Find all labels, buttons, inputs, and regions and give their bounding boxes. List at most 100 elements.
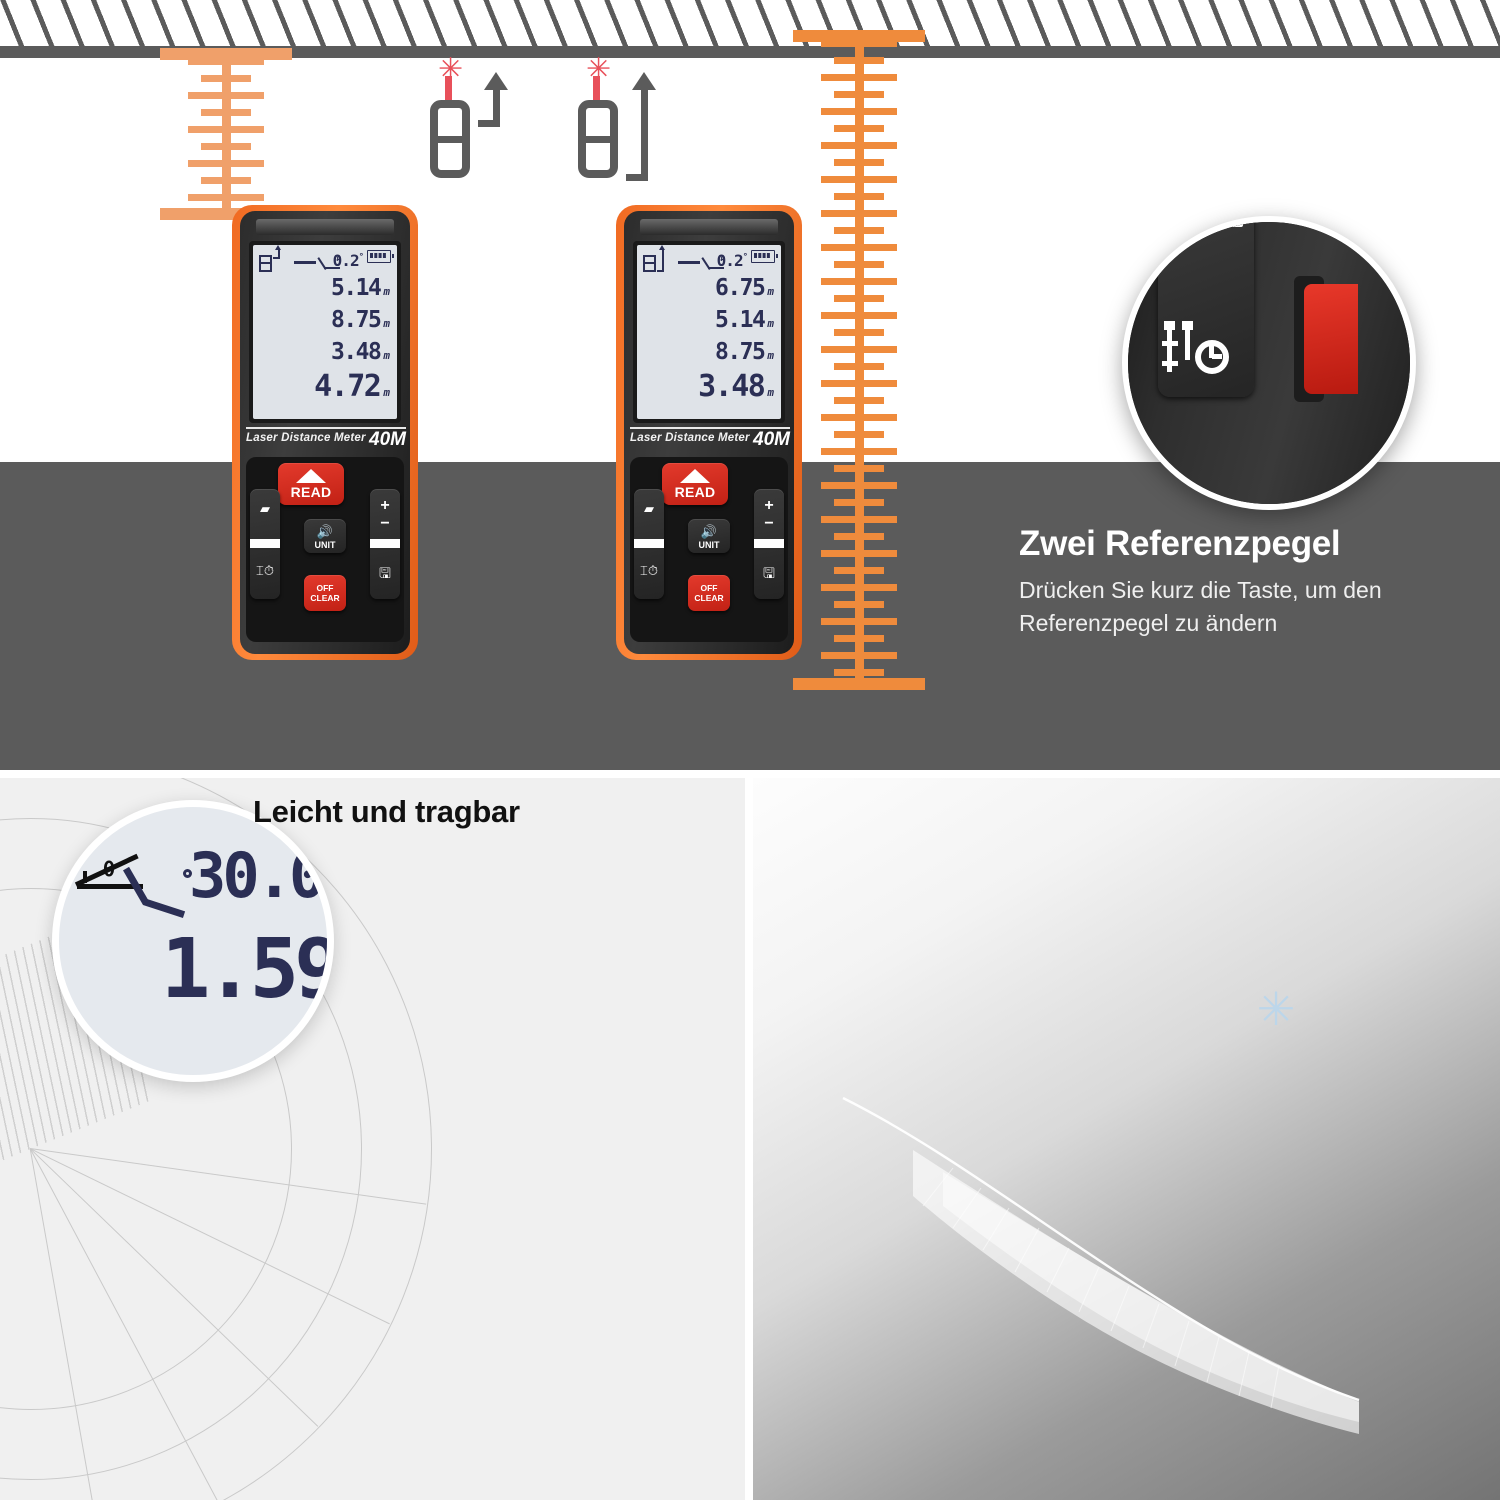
arrow-head <box>632 72 656 90</box>
key-divider <box>754 539 784 548</box>
ruler-cap-bottom <box>793 678 925 690</box>
ruler-tick <box>821 312 897 319</box>
ruler-tick <box>821 346 897 353</box>
reference-level-icon: ⌶⏱ <box>256 563 274 578</box>
key-divider <box>370 539 400 548</box>
ruler-tick <box>834 567 884 574</box>
unit-button[interactable]: 🔊 UNIT <box>688 519 730 553</box>
ruler-tick <box>834 431 884 438</box>
plus-icon: + <box>380 497 390 514</box>
ruler-spine <box>222 48 231 220</box>
angle-icon <box>701 256 725 270</box>
ruler-tick <box>821 482 897 489</box>
ruler-tick <box>834 159 884 166</box>
area-volume-icon: ▰ <box>260 501 270 516</box>
battery-full-icon <box>751 250 778 263</box>
reference-level-icon: ⌶⏱ <box>640 563 658 578</box>
up-triangle-icon <box>296 469 326 483</box>
ruler-tick <box>821 380 897 387</box>
arrow-head <box>484 72 508 90</box>
device-branding: Laser Distance Meter 40M <box>246 427 406 450</box>
ruler-tick <box>834 329 884 336</box>
lcd-status-bar: 0.2° <box>258 245 394 273</box>
keypad: READ ▰ ⌶⏱ + − 🖫 🔊 UNIT <box>630 457 788 642</box>
ruler-tick <box>834 261 884 268</box>
read-button[interactable]: READ <box>662 463 728 505</box>
memory-icon: 🖫 <box>763 565 775 581</box>
top-panel-text: Zwei Referenzpegel Drücken Sie kurz die … <box>1019 524 1479 640</box>
function-left-button[interactable]: ▰ ⌶⏱ <box>250 489 280 599</box>
measure-scale-left <box>160 48 292 220</box>
unit-button[interactable]: 🔊 UNIT <box>304 519 346 553</box>
ruler-tick <box>834 635 884 642</box>
reference-level-button-icon <box>1160 317 1230 377</box>
ruler-tick <box>188 126 264 133</box>
ruler-tick <box>834 295 884 302</box>
lcd-status-bar: 0.2° <box>642 245 778 272</box>
ruler-tick <box>201 143 251 150</box>
reference-top-icon <box>259 245 281 273</box>
device-branding: Laser Distance Meter 40M <box>630 427 790 450</box>
feather-graphic <box>842 1096 1360 1434</box>
ruler-tick <box>821 550 897 557</box>
protractor-arc <box>0 778 432 1500</box>
ruler-tick <box>834 465 884 472</box>
tilt-angle-icon: θ <box>74 849 143 889</box>
top-body: Drücken Sie kurz die Taste, um den Refer… <box>1019 577 1382 636</box>
function-right-button[interactable]: + − 🖫 <box>754 489 784 599</box>
ruler-tick <box>834 193 884 200</box>
up-triangle-icon <box>680 469 710 483</box>
device-divider <box>430 136 470 143</box>
callout-key-divider <box>1161 222 1243 227</box>
measure-scale-right <box>793 30 925 690</box>
ruler-tick <box>821 278 897 285</box>
ruler-tick <box>834 669 884 676</box>
laser-beam <box>445 76 452 102</box>
callout-red-key <box>1304 284 1358 394</box>
ruler-tick <box>821 40 897 47</box>
ruler-tick <box>188 160 264 167</box>
speaker-icon: 🔊 <box>316 524 334 539</box>
arrow-horizontal <box>626 174 648 181</box>
measure-from-bottom-diagram: ✳ <box>578 55 678 187</box>
ruler-cap-top <box>160 48 292 60</box>
arrow-horizontal <box>478 120 500 127</box>
ruler-tick <box>834 499 884 506</box>
key-divider <box>634 539 664 548</box>
ruler-tick <box>834 363 884 370</box>
area-volume-icon: ▰ <box>644 501 654 516</box>
ceiling-bar <box>0 46 1500 58</box>
angle-value: 0.2° <box>332 251 364 270</box>
read-button[interactable]: READ <box>278 463 344 505</box>
ruler-tick <box>201 177 251 184</box>
memory-icon: 🖫 <box>379 565 391 581</box>
bottom-left-panel: 110 70 40 50 10 170 180 <box>0 778 745 1500</box>
function-left-button[interactable]: ▰ ⌶⏱ <box>634 489 664 599</box>
ruler-tick <box>821 652 897 659</box>
ruler-tick <box>188 194 264 201</box>
ruler-tick <box>188 58 264 65</box>
battery-full-icon <box>367 250 394 263</box>
function-right-button[interactable]: + − 🖫 <box>370 489 400 599</box>
angle-icon <box>123 866 192 918</box>
ruler-tick <box>834 533 884 540</box>
ruler-tick <box>821 74 897 81</box>
key-divider <box>250 539 280 548</box>
laser-beam <box>593 76 600 102</box>
sparkle-icon: ✳ <box>1256 983 1296 1035</box>
